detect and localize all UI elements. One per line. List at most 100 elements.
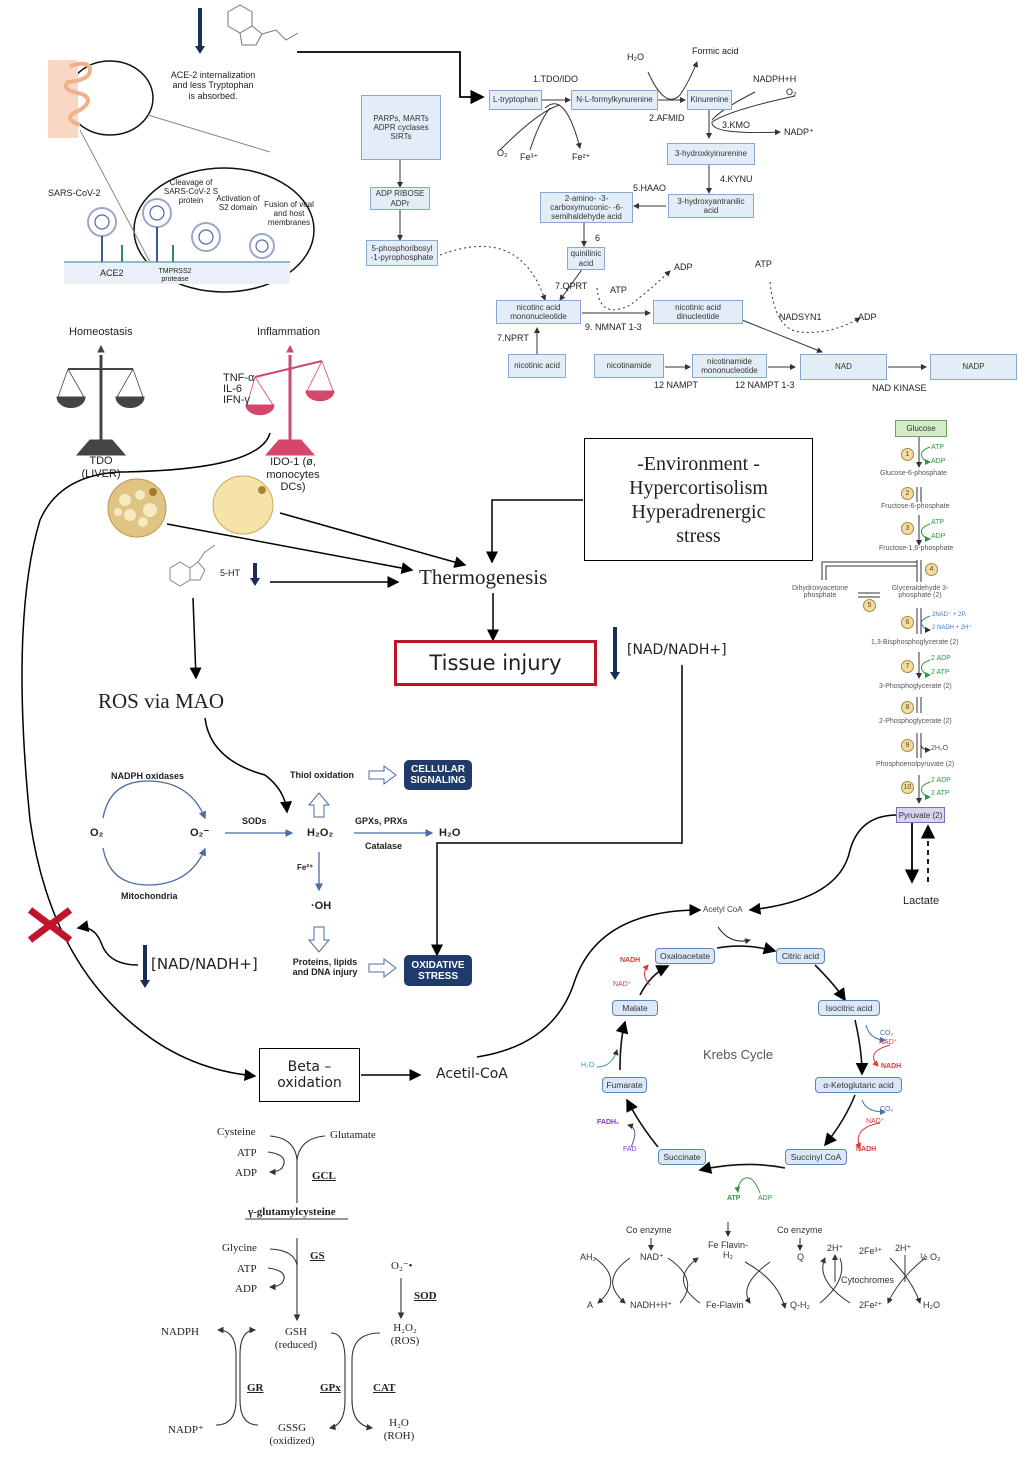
- h2o-note: (ROH): [383, 1429, 415, 1442]
- catalase-label: Catalase: [365, 841, 403, 851]
- prpp-box: 5-phosphoribosyl -1-pyrophosphate: [366, 240, 438, 266]
- gsh-cat: CAT: [373, 1382, 396, 1394]
- enzyme-nadsyn1: NADSYN1: [779, 312, 822, 322]
- gsh-name: GSH: [284, 1326, 307, 1338]
- fusion-label: Fusion of viral and host membranes: [264, 200, 314, 228]
- krebs-nad-isocitric: NAD⁺: [879, 1039, 898, 1046]
- left-curve: [21, 432, 271, 1082]
- environment-box: -Environment - Hypercortisolism Hyperadr…: [584, 438, 813, 561]
- activation-label: Activation of S2 domain: [216, 194, 260, 213]
- parps-box: PARPs, MARTs ADPR cyclases SIRTs: [361, 95, 441, 160]
- gsh-nadp-plus: NADP⁺: [168, 1424, 204, 1436]
- hydroxykynurenine-box: 3-hydroxkyinurenine: [667, 143, 755, 165]
- nmn-box: nicotinamide mononucleotide: [692, 354, 767, 378]
- krebs-atp: ATP: [727, 1195, 741, 1202]
- glycolysis-step-7: 7: [901, 660, 914, 673]
- step6-out: 2 NADH + 2H⁺: [932, 625, 972, 631]
- acetil-coa-label: Acetil-CoA: [436, 1066, 508, 1082]
- dihydroxyacetone-phosphate: Dihydroxyacetone phosphate: [791, 585, 849, 599]
- serotonin-label: 5-HT: [220, 568, 240, 578]
- mitochondria-label: Mitochondria: [121, 891, 178, 901]
- krebs-alpha-ketoglutaric-acid: α-Ketoglutaric acid: [815, 1077, 902, 1093]
- enzyme-nmnat: 9. NMNAT 1-3: [585, 322, 642, 332]
- glucose-6-phosphate: Glucose-6-phosphate: [880, 470, 947, 477]
- ros-via-mao-label: ROS via MAO: [98, 689, 225, 713]
- quinilinic-box: quinilinic acid: [567, 247, 605, 270]
- gsh-gcl: GCL: [312, 1170, 336, 1182]
- tdo-liver-label: TDO (LIVER): [81, 455, 121, 480]
- gpx-prx-label: GPXs, PRXs: [355, 816, 408, 826]
- cofactor-nadp-plus: NADP⁺: [784, 127, 814, 137]
- krebs-isocitric-acid: Isocitric acid: [818, 1000, 880, 1016]
- gsh-atp-2: ATP: [237, 1263, 257, 1275]
- serotonin-structure-icon: [169, 544, 216, 587]
- gsh-h2o2: H₂O₂(ROS): [383, 1322, 427, 1347]
- ace2-label: ACE2: [100, 268, 124, 278]
- krebs-co2-isocitric: CO₂: [880, 1030, 894, 1037]
- acetyl-coa-label: Acetyl CoA: [703, 905, 743, 914]
- enzyme-nampt: 12 NAMPT: [654, 380, 699, 390]
- etc-nadh-h: NADH+H⁺: [630, 1300, 673, 1310]
- etc-ah2: AH₂: [580, 1252, 596, 1262]
- sars-cov-2-label: SARS-CoV-2: [48, 188, 101, 198]
- thermogenesis-label: Thermogenesis: [419, 565, 548, 589]
- krebs-nad-malate: NAD⁺: [613, 981, 632, 988]
- h2o2-name: H₂O₂: [393, 1322, 417, 1334]
- cofactor-o2-kmo: O₂: [786, 87, 797, 97]
- step7-out: 2 ATP: [931, 669, 950, 676]
- glucose-box: Glucose: [895, 420, 947, 437]
- ros-h2o-label: H₂O: [439, 827, 461, 839]
- nad-box: NAD: [800, 354, 887, 380]
- fructose-16-phosphate: Fructose-1,6-phosphate: [879, 545, 954, 552]
- krebs-succinate: Succinate: [658, 1149, 706, 1165]
- nad-ratio-label-2: [NAD/NADH+]: [151, 955, 258, 973]
- enzyme-afmid: 2.AFMID: [649, 113, 685, 123]
- glycolysis-step-6: 6: [901, 616, 914, 629]
- gsh-gs: GS: [310, 1250, 325, 1262]
- glycolysis-step-1: 1: [901, 448, 914, 461]
- cellular-signaling-badge: CELLULAR SIGNALING: [404, 760, 472, 790]
- gsh-adp-1: ADP: [235, 1167, 258, 1179]
- cofactor-formic-acid: Formic acid: [692, 46, 739, 56]
- etc-co-enzyme-1: Co enzyme: [626, 1225, 672, 1235]
- white-fat-cell-icon: [107, 478, 167, 538]
- krebs-nad-akg: NAD⁺: [866, 1118, 885, 1125]
- krebs-succinyl-coa: Succinyl CoA: [785, 1149, 847, 1165]
- sods-label: SODs: [242, 816, 267, 826]
- krebs-fad: FAD: [623, 1146, 637, 1153]
- etc-a: A: [587, 1300, 594, 1310]
- h2o-name: H₂O: [389, 1417, 409, 1429]
- enzyme-nprt: 7.NPRT: [497, 333, 529, 343]
- nadp-box: NADP: [930, 354, 1017, 380]
- gsh-note: (reduced): [274, 1338, 318, 1351]
- gsh-nadph: NADPH: [161, 1326, 199, 1338]
- tissue-injury-box: Tissue injury: [394, 640, 597, 686]
- etc-nad-plus: NAD⁺: [640, 1252, 664, 1262]
- gsh-sod: SOD: [414, 1290, 437, 1302]
- gssg-note: (oxidized): [269, 1434, 315, 1447]
- environment-line-1: -Environment -: [637, 452, 760, 475]
- step1-in: ATP: [931, 444, 945, 451]
- krebs-fadh2: FADH₂: [597, 1119, 620, 1126]
- enzyme-haao: 5.HAAO: [633, 183, 667, 193]
- step6-in: 2NAD⁺ + 2Pᵢ: [932, 612, 967, 618]
- step3-in: ATP: [931, 519, 945, 526]
- nadph-oxidases-label: NADPH oxidases: [111, 771, 185, 781]
- etc-2h-plus-2: 2H⁺: [895, 1243, 912, 1253]
- etc-half-o2: ½ O₂: [920, 1252, 941, 1262]
- tmprss2-label: TMPRSS2 protease: [158, 268, 192, 284]
- nicotinamide-box: nicotinamide: [594, 354, 664, 378]
- homeostasis-label: Homeostasis: [69, 326, 133, 338]
- step7-in: 2 ADP: [931, 655, 951, 662]
- environment-line-4: stress: [676, 524, 721, 547]
- etc-cytochromes: Cytochromes: [841, 1275, 895, 1285]
- h2o2-label: H₂O₂: [307, 827, 334, 839]
- krebs-citric-acid: Citric acid: [776, 948, 825, 964]
- gsh-atp-1: ATP: [237, 1147, 257, 1159]
- glyceraldehyde-3-phosphate: Glyceraldehyde 3-phosphate (2): [891, 585, 949, 599]
- cofactor-fe3: Fe³⁺: [520, 152, 539, 162]
- krebs-cycle-title: Krebs Cycle: [703, 1047, 774, 1062]
- lactate-label: Lactate: [903, 895, 940, 907]
- etc-h2o: H₂O: [923, 1300, 940, 1310]
